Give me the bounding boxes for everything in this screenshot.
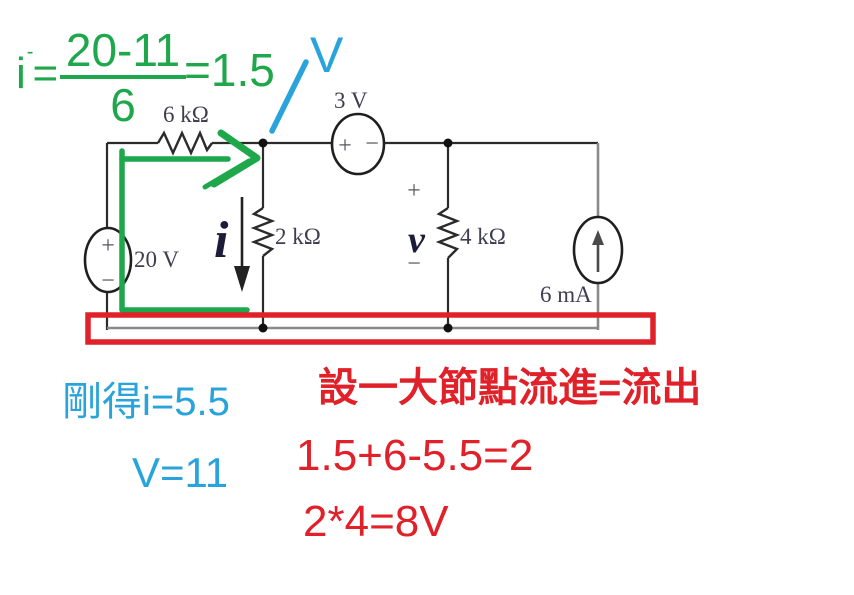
green-loop-annotation [119,129,261,313]
plus-sign-v: + [407,178,421,204]
source-20v-label: 20 V [134,247,179,272]
current-source-arrow-icon [592,230,604,272]
blue-pointer-line [269,59,309,134]
formula-fraction: 20-11 6 [60,27,186,128]
resistor-6k-zigzag [156,129,213,156]
node-label-v: V [310,27,344,83]
node-dot [258,323,268,333]
source-3v-label: 3 V [334,88,368,113]
formula-result: =1.5 [184,44,275,96]
formula-sup-mark: - [26,41,34,64]
fraction-numerator: 20-11 [65,24,181,76]
plus-sign-20v: + [101,233,115,259]
resistor-4k-label: 4 kΩ [460,224,506,249]
voltage-calc: 2*4=8V [303,497,449,546]
minus-sign-v: − [407,251,421,277]
kcl-equation: 1.5+6-5.5=2 [296,431,534,480]
voltage-var-label: v [408,219,426,261]
fraction-bar [60,75,186,79]
resistor-6k-label: 6 kΩ [163,102,209,127]
voltage-source-3v-circle [330,112,386,176]
node-dot [258,138,268,148]
current-i-arrow-icon [234,197,250,292]
resistor-4k-zigzag [435,207,461,259]
note-v-result: V=11 [132,449,229,496]
node-dot [443,138,453,148]
source-6ma-label: 6 mA [540,282,592,307]
resistor-2k-label: 2 kΩ [275,224,321,249]
red-highlight-box [85,312,656,345]
formula-lhs: i-= [16,42,59,98]
minus-sign-20v: − [101,268,115,294]
kcl-title: 設一大節點流進=流出 [318,366,702,410]
formula-equals: = [32,49,59,98]
plus-sign-3v: + [338,133,352,159]
fraction-denominator: 6 [110,79,136,131]
resistor-2k-zigzag [250,207,276,257]
current-var-label: i [214,212,229,269]
note-i-result: 剛得i=5.5 [62,380,230,424]
node-dot [443,323,453,333]
formula-i: i [16,49,26,98]
minus-sign-3v: − [365,131,379,157]
